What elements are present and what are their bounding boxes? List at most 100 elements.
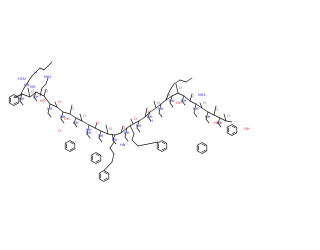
backbone-bond	[213, 114, 221, 119]
side-chain-bond	[173, 79, 181, 85]
amide-nitrogen-label: NH	[147, 115, 153, 119]
atom-label: NH	[86, 131, 92, 135]
side-chain-bond	[19, 100, 24, 106]
side-chain-bond	[73, 117, 77, 124]
side-chain-bond	[185, 77, 193, 83]
carbonyl-oxygen-label: O	[122, 126, 125, 130]
carbonyl-oxygen-label: O	[83, 114, 86, 118]
backbone-bond	[21, 93, 31, 98]
aromatic-double-bond	[161, 147, 166, 151]
atom-label: NH	[30, 85, 36, 89]
backbone-bond	[183, 95, 191, 102]
phenyl-ring	[156, 140, 168, 152]
atom-label: H	[150, 119, 153, 123]
side-chain-bond	[31, 71, 37, 77]
side-chain-bond	[213, 105, 217, 116]
atom-label: HO	[40, 99, 46, 103]
side-chain-bond	[86, 124, 90, 135]
carbonyl-oxygen-label: O	[167, 93, 170, 97]
atom-label: HO	[214, 121, 220, 125]
side-chain-bond	[41, 83, 47, 89]
side-chain-bond	[136, 120, 140, 129]
carbonyl-oxygen-label: O	[31, 90, 34, 94]
side-chain-bond	[98, 130, 102, 139]
side-chain-bond	[94, 122, 98, 129]
side-chain-bond	[124, 136, 129, 142]
side-chain-bond	[39, 87, 43, 97]
amide-nitrogen-label: NH	[169, 99, 175, 103]
aromatic-double-bond	[231, 131, 236, 135]
aromatic-double-bond	[69, 147, 74, 151]
side-chain-bond	[137, 141, 159, 147]
backbone-bond	[43, 95, 51, 105]
carbonyl-oxygen-label: O	[179, 86, 182, 90]
carbonyl-oxygen-label: O	[157, 101, 160, 105]
side-chain-bond	[158, 103, 162, 114]
amide-nitrogen-label: NH	[60, 115, 66, 119]
side-chain-bond	[33, 96, 38, 102]
backbone-bond	[88, 124, 96, 129]
amide-nitrogen-label: NH	[193, 107, 199, 111]
atom-label: HN	[120, 143, 126, 147]
phenyl-ring	[64, 140, 76, 152]
side-chain-bond	[217, 122, 222, 128]
aromatic-double-bond	[103, 171, 108, 175]
backbone-bond	[114, 132, 122, 136]
backbone-bond	[225, 120, 233, 123]
carbonyl-oxygen-label: O	[134, 117, 137, 121]
side-chain-bond	[175, 83, 179, 94]
amide-nitrogen-label: NH	[86, 128, 92, 132]
carbonyl-oxygen-label: O	[146, 110, 149, 114]
side-chain-bond	[193, 103, 197, 114]
atom-label: HN	[24, 83, 30, 87]
side-chain-bond	[189, 93, 193, 102]
aromatic-double-bond	[103, 177, 108, 181]
side-chain-bond	[45, 77, 49, 85]
side-chain-bond	[86, 133, 91, 139]
side-chain-bond	[111, 133, 115, 143]
backbone-bond	[35, 91, 45, 97]
amide-nitrogen-label: NH	[217, 121, 223, 125]
carbonyl-oxygen-label: O	[71, 107, 74, 111]
aromatic-double-bond	[161, 141, 166, 145]
backbone-bond	[107, 133, 116, 136]
side-chain-bond	[131, 133, 135, 141]
side-chain-bond	[158, 112, 163, 118]
side-chain-bond	[147, 116, 152, 122]
side-chain-bond	[33, 91, 37, 98]
backbone-bond	[49, 103, 58, 108]
backbone-bond	[189, 100, 197, 105]
amide-nitrogen-label: NH	[112, 138, 118, 142]
side-chain-bond	[111, 153, 115, 163]
amide-nitrogen-label: NH	[73, 121, 79, 125]
side-chain-bond	[69, 104, 73, 115]
atom-label: O	[58, 129, 61, 133]
side-chain-bond	[27, 75, 33, 83]
amide-nitrogen-label: NH	[158, 107, 164, 111]
backbone-bond	[69, 113, 77, 119]
carbonyl-oxygen-label: O	[215, 108, 218, 112]
side-chain-bond	[19, 87, 25, 97]
aromatic-double-bond	[231, 125, 236, 129]
backbone-bond	[144, 111, 151, 118]
side-chain-bond	[199, 102, 203, 109]
amide-nitrogen-label: NH	[205, 115, 211, 119]
side-chain-bond	[179, 79, 187, 83]
aromatic-double-bond	[201, 149, 206, 153]
backbone-bond	[94, 127, 102, 132]
aromatic-double-bond	[13, 101, 18, 105]
aromatic-double-bond	[95, 153, 100, 157]
backbone-bond	[165, 95, 173, 101]
side-chain-bond	[124, 127, 128, 138]
amide-nitrogen-label: NH	[19, 97, 25, 101]
backbone-bond	[160, 99, 167, 105]
side-chain-bond	[217, 117, 221, 124]
side-chain-bond	[205, 118, 210, 124]
backbone-bond	[149, 107, 157, 113]
side-chain-bond	[181, 100, 186, 106]
ring-layer	[8, 94, 238, 182]
backbone-bond	[100, 130, 109, 135]
